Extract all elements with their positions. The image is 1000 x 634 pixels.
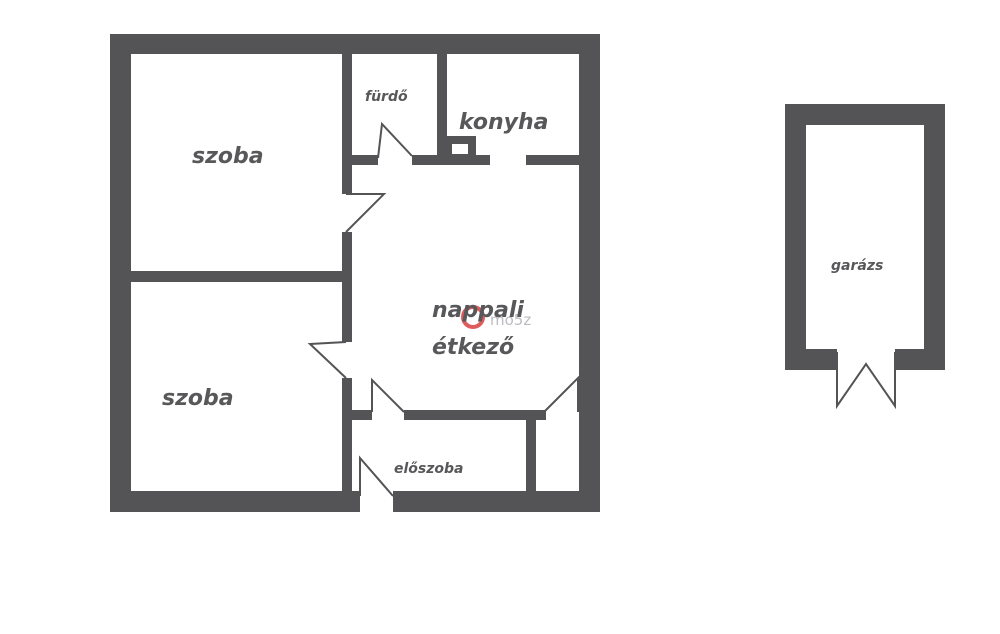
label-etkezo: étkező [432, 335, 514, 360]
outer-wall-bottom-right [393, 491, 600, 512]
door-bedroom-top [345, 193, 387, 233]
door-hall-to-living [371, 377, 405, 413]
wall-bedroom-divider [131, 271, 343, 282]
garage-wall-bottom-left [785, 349, 837, 370]
outer-wall-top [110, 34, 600, 54]
door-bedroom-bottom [307, 341, 347, 379]
wall-bath-bottom-left [342, 155, 378, 165]
wall-closet-top [536, 410, 546, 420]
main-house-walls [110, 34, 600, 512]
wall-bedroom-vertical-mid [342, 232, 352, 342]
watermark-logo: mo5z [461, 305, 531, 329]
outer-wall-left [110, 34, 131, 512]
wall-bedroom-vertical-bottom [342, 378, 352, 491]
wall-hall-top-left [342, 410, 372, 420]
watermark-text: mo5z [490, 311, 531, 329]
label-garazs: garázs [831, 258, 883, 274]
garage-wall-right [924, 104, 945, 370]
door-bathroom [377, 121, 413, 159]
outer-wall-right [579, 34, 600, 512]
wall-bath-kitchen [437, 54, 447, 158]
door-entrance [359, 455, 394, 497]
label-konyha: konyha [459, 110, 548, 135]
doors [307, 121, 579, 497]
garage-wall-top [785, 104, 945, 125]
label-szoba-top: szoba [192, 144, 264, 169]
door-living-to-closet [543, 375, 579, 413]
label-eloszoba: előszoba [394, 461, 463, 477]
garage-door [836, 352, 896, 410]
label-szoba-bottom: szoba [162, 386, 234, 411]
label-furdo: fürdő [365, 89, 408, 105]
label-nappali: nappali [432, 298, 524, 323]
garage-wall-left [785, 104, 806, 370]
outer-wall-bottom-left [110, 491, 360, 512]
wall-hall-top [404, 410, 544, 420]
garage-wall-bottom-right [895, 349, 945, 370]
garage-walls [785, 104, 945, 370]
watermark-icon [461, 305, 485, 329]
wall-bedroom-vertical-top [342, 54, 352, 194]
chimney-hole [452, 144, 468, 154]
wall-kitchen-bottom-right [526, 155, 579, 165]
wall-hall-closet [526, 410, 536, 491]
